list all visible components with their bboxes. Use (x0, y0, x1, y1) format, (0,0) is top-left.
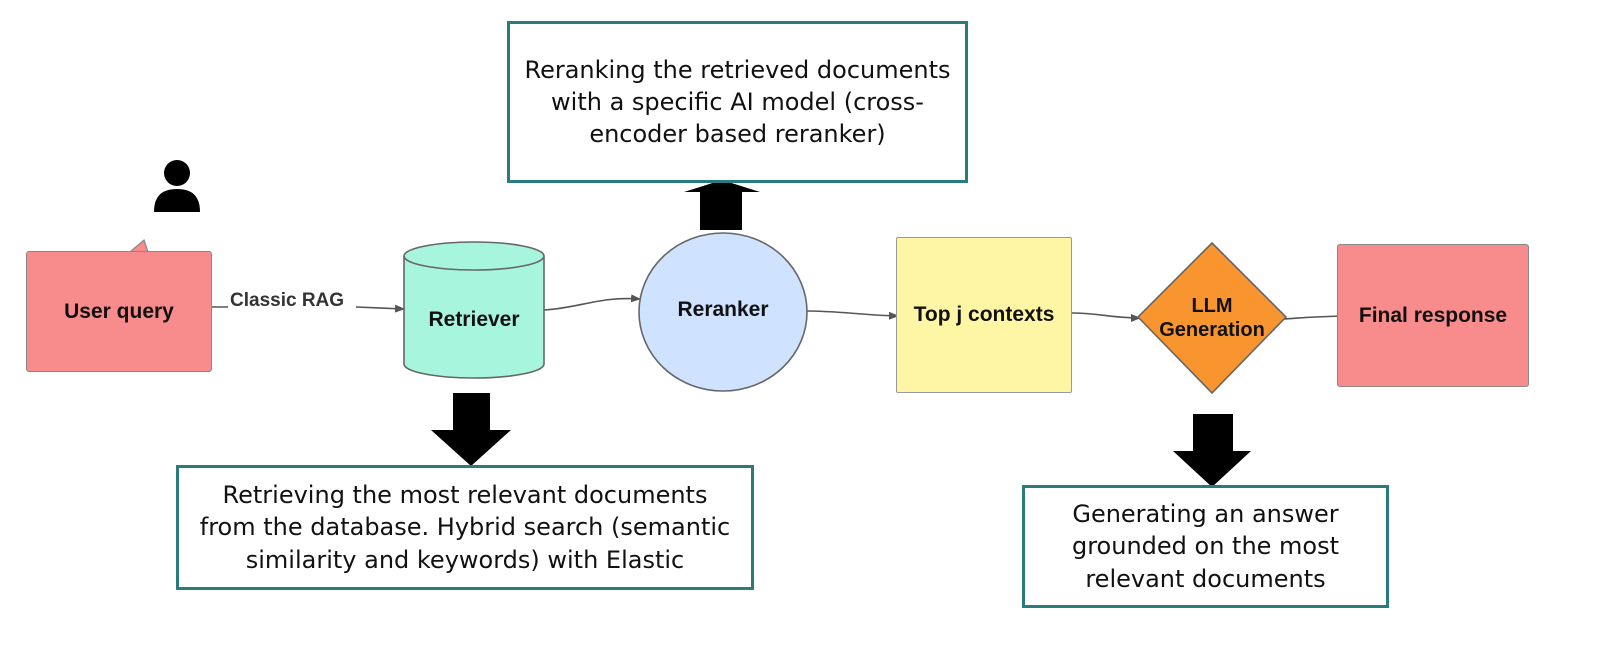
retriever-note-text: Retrieving the most relevant documents f… (199, 481, 731, 574)
generation-down-arrow-icon (1173, 414, 1251, 487)
user-query-label: User query (64, 299, 174, 323)
llm-generation-label: LLM Generation (1159, 295, 1265, 341)
edge-topj-to-llm (1071, 312, 1141, 322)
final-response-node[interactable]: Final response (1337, 244, 1529, 387)
generation-note-text: Generating an answer grounded on the mos… (1071, 500, 1340, 593)
retriever-note: Retrieving the most relevant documents f… (176, 465, 754, 590)
top-contexts-node[interactable]: Top j contexts (896, 237, 1072, 393)
top-contexts-label: Top j contexts (913, 303, 1055, 327)
user-icon (154, 160, 200, 212)
generation-note: Generating an answer grounded on the mos… (1022, 485, 1389, 608)
reranker-note-text: Reranking the retrieved documents with a… (524, 55, 951, 149)
llm-diamond[interactable] (1136, 241, 1288, 395)
classic-rag-label: Classic RAG (228, 290, 347, 312)
retriever-cylinder[interactable] (403, 241, 545, 379)
retriever-label-box: Retriever (404, 270, 544, 370)
retriever-label: Retriever (428, 308, 520, 332)
reranker-note: Reranking the retrieved documents with a… (507, 21, 968, 183)
reranker-label: Reranker (677, 298, 769, 322)
reranker-circle[interactable] (638, 232, 808, 392)
edge-reranker-to-topj (805, 310, 899, 320)
final-response-label: Final response (1358, 303, 1508, 327)
edge-retriever-to-reranker (543, 294, 641, 311)
retriever-down-arrow-icon (431, 393, 511, 466)
edge-user-to-retriever (212, 307, 404, 309)
llm-generation-label-box: LLM Generation (1159, 270, 1265, 366)
reranker-label-box: Reranker (639, 272, 807, 348)
user-query-node[interactable]: User query (26, 251, 212, 372)
reranker-up-arrow-icon (684, 180, 760, 230)
